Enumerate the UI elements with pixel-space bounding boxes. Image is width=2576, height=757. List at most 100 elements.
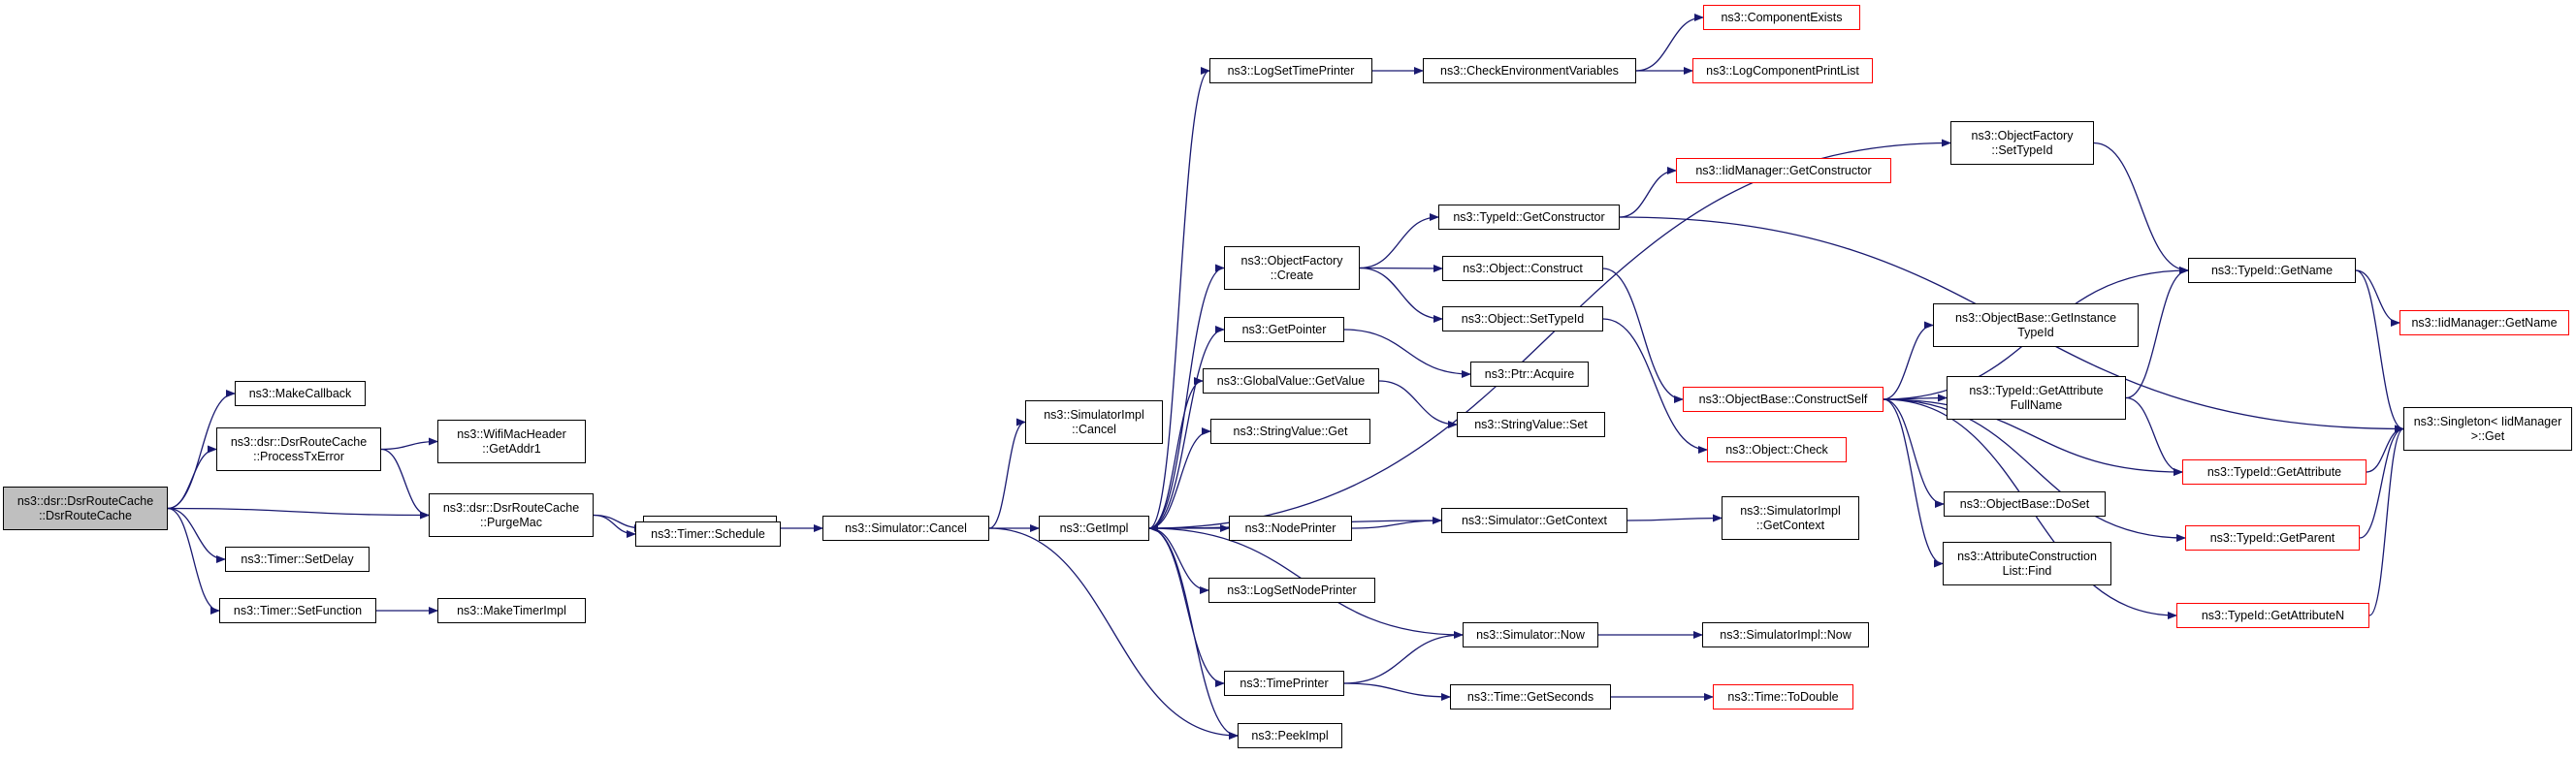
edge-process_tx_error-to-purge_mac xyxy=(380,448,430,520)
node-object-base-construct-self[interactable]: ns3::ObjectBase::ConstructSelf xyxy=(1683,387,1884,412)
node-label-line: ns3::Simulator::Cancel xyxy=(845,520,967,535)
node-global-value-get-value[interactable]: ns3::GlobalValue::GetValue xyxy=(1203,368,1379,394)
node-make-timer-impl[interactable]: ns3::MakeTimerImpl xyxy=(437,598,586,623)
node-label-line: ns3::IidManager::GetConstructor xyxy=(1695,163,1872,177)
edge-root-to-process_tx_error xyxy=(167,445,217,510)
node-time-to-double[interactable]: ns3::Time::ToDouble xyxy=(1713,684,1853,710)
edge-object_base_construct_self-to-attr_construction_list_find xyxy=(1883,398,1944,568)
edge-purge_mac-to-timer_schedule xyxy=(593,514,636,538)
node-log-component-print-list[interactable]: ns3::LogComponentPrintList xyxy=(1692,58,1873,83)
node-simimpl-cancel[interactable]: ns3::SimulatorImpl::Cancel xyxy=(1025,400,1163,444)
node-label-line: ns3::SimulatorImpl::Now xyxy=(1720,627,1852,642)
node-object-check[interactable]: ns3::Object::Check xyxy=(1707,437,1847,462)
node-label-line: ::SetTypeId xyxy=(1991,142,2053,157)
edge-root-to-timer_set_delay xyxy=(167,507,226,563)
edge-typeid_get_name-to-singleton_get xyxy=(2355,269,2404,433)
node-label-line: ns3::dsr::DsrRouteCache xyxy=(230,434,368,449)
node-string-value-set[interactable]: ns3::StringValue::Set xyxy=(1457,412,1605,437)
node-label-line: >::Get xyxy=(2470,428,2505,443)
node-get-impl[interactable]: ns3::GetImpl xyxy=(1039,516,1149,541)
node-typeid-get-parent[interactable]: ns3::TypeId::GetParent xyxy=(2185,525,2360,551)
node-object-factory-create[interactable]: ns3::ObjectFactory::Create xyxy=(1224,246,1360,290)
node-wifi-get-addr1[interactable]: ns3::WifiMacHeader::GetAddr1 xyxy=(437,420,586,463)
edge-time_printer-to-time_get_seconds xyxy=(1343,682,1451,701)
node-label-line: ns3::StringValue::Set xyxy=(1474,417,1588,431)
node-label-line: ns3::PeekImpl xyxy=(1251,728,1329,742)
node-check-env-vars[interactable]: ns3::CheckEnvironmentVariables xyxy=(1423,58,1636,83)
node-timer-set-function[interactable]: ns3::Timer::SetFunction xyxy=(219,598,376,623)
edge-typeid_get_constructor-to-iid_get_constructor xyxy=(1619,167,1677,218)
node-iid-get-constructor[interactable]: ns3::IidManager::GetConstructor xyxy=(1676,158,1891,183)
node-node-printer[interactable]: ns3::NodePrinter xyxy=(1229,516,1352,541)
node-iid-get-name[interactable]: ns3::IidManager::GetName xyxy=(2399,310,2569,335)
node-typeid-get-constructor[interactable]: ns3::TypeId::GetConstructor xyxy=(1438,205,1620,230)
node-label-line: ns3::TypeId::GetAttribute xyxy=(1969,383,2104,397)
node-label-line: FullName xyxy=(2010,397,2063,412)
node-simimpl-now[interactable]: ns3::SimulatorImpl::Now xyxy=(1702,622,1869,647)
node-label-line: ns3::TimePrinter xyxy=(1240,676,1329,690)
node-label-line: ns3::ObjectBase::ConstructSelf xyxy=(1698,392,1868,406)
node-peek-impl[interactable]: ns3::PeekImpl xyxy=(1238,723,1342,748)
edge-object_base_construct_self-to-typeid_get_parent xyxy=(1883,398,2186,542)
node-typeid-get-attribute[interactable]: ns3::TypeId::GetAttribute xyxy=(2182,459,2367,485)
edge-get_impl-to-object_factory_create xyxy=(1148,264,1225,529)
edge-typeid_get_attribute_n-to-singleton_get xyxy=(2368,425,2404,616)
node-typeid-get-name[interactable]: ns3::TypeId::GetName xyxy=(2188,258,2356,283)
node-get-pointer[interactable]: ns3::GetPointer xyxy=(1224,317,1344,342)
node-simimpl-get-context[interactable]: ns3::SimulatorImpl::GetContext xyxy=(1722,496,1859,540)
node-make-callback[interactable]: ns3::MakeCallback xyxy=(235,381,366,406)
edge-object_set_typeid-to-object_check xyxy=(1602,318,1708,454)
node-label-line: ::GetAddr1 xyxy=(482,441,541,456)
edge-get_impl-to-get_pointer xyxy=(1148,326,1225,529)
node-simulator-get-context[interactable]: ns3::Simulator::GetContext xyxy=(1441,508,1627,533)
node-label-line: ns3::ObjectBase::GetInstance xyxy=(1954,310,2117,325)
node-process-tx-error[interactable]: ns3::dsr::DsrRouteCache::ProcessTxError xyxy=(216,427,381,471)
node-log-set-node-printer[interactable]: ns3::LogSetNodePrinter xyxy=(1208,578,1375,603)
node-label-line: ns3::Simulator::Now xyxy=(1476,627,1585,642)
node-label-line: ns3::Timer::SetFunction xyxy=(233,603,363,617)
node-label-line: ns3::IidManager::GetName xyxy=(2411,315,2558,330)
node-timer-set-delay[interactable]: ns3::Timer::SetDelay xyxy=(225,547,370,572)
node-label-line: ns3::LogSetTimePrinter xyxy=(1227,63,1355,78)
edge-get_impl-to-string_value_get xyxy=(1148,427,1211,529)
edge-root-to-purge_mac xyxy=(167,507,430,520)
node-object-construct[interactable]: ns3::Object::Construct xyxy=(1442,256,1603,281)
edge-typeid_get_parent-to-singleton_get xyxy=(2359,425,2404,539)
node-label-line: ns3::ObjectBase::DoSet xyxy=(1959,496,2090,511)
node-label-line: ns3::GlobalValue::GetValue xyxy=(1216,373,1366,388)
node-timer-schedule[interactable]: ns3::Timer::Schedule xyxy=(635,521,781,547)
node-label-line: ::DsrRouteCache xyxy=(39,508,132,522)
edge-object_construct-to-object_base_construct_self xyxy=(1602,268,1684,403)
node-log-set-time-printer[interactable]: ns3::LogSetTimePrinter xyxy=(1209,58,1372,83)
node-object-factory-set-typeid[interactable]: ns3::ObjectFactory::SetTypeId xyxy=(1950,121,2094,165)
node-singleton-get[interactable]: ns3::Singleton< IidManager>::Get xyxy=(2403,407,2572,451)
node-simulator-now[interactable]: ns3::Simulator::Now xyxy=(1463,622,1598,647)
node-root: ns3::dsr::DsrRouteCache::DsrRouteCache xyxy=(3,487,168,530)
edge-global_value_get_value-to-string_value_set xyxy=(1378,380,1458,428)
edge-check_env_vars-to-component_exists xyxy=(1635,14,1704,72)
node-time-get-seconds[interactable]: ns3::Time::GetSeconds xyxy=(1450,684,1611,710)
node-label-line: ::PurgeMac xyxy=(480,515,542,529)
node-label-line: ns3::MakeCallback xyxy=(248,386,352,400)
node-object-base-do-set[interactable]: ns3::ObjectBase::DoSet xyxy=(1944,491,2106,517)
edge-object_base_construct_self-to-typeid_get_attribute xyxy=(1883,398,2183,476)
node-time-printer[interactable]: ns3::TimePrinter xyxy=(1224,671,1344,696)
node-label-line: ns3::WifiMacHeader xyxy=(457,426,566,441)
edge-get_impl-to-log_set_time_printer xyxy=(1148,67,1210,529)
node-purge-mac[interactable]: ns3::dsr::DsrRouteCache::PurgeMac xyxy=(429,493,594,537)
node-label-line: ns3::StringValue::Get xyxy=(1233,424,1348,438)
node-object-set-typeid[interactable]: ns3::Object::SetTypeId xyxy=(1442,306,1603,331)
node-label-line: ns3::dsr::DsrRouteCache xyxy=(442,500,580,515)
node-component-exists[interactable]: ns3::ComponentExists xyxy=(1703,5,1860,30)
node-typeid-get-attribute-n[interactable]: ns3::TypeId::GetAttributeN xyxy=(2176,603,2369,628)
edge-typeid_get_name-to-iid_get_name xyxy=(2355,269,2400,327)
node-label-line: ::GetContext xyxy=(1755,518,1825,532)
edge-object_factory_create-to-object_construct xyxy=(1359,264,1443,272)
node-label-line: ns3::Object::Check xyxy=(1725,442,1828,457)
node-string-value-get[interactable]: ns3::StringValue::Get xyxy=(1210,419,1370,444)
node-simulator-cancel[interactable]: ns3::Simulator::Cancel xyxy=(822,516,989,541)
node-ptr-acquire[interactable]: ns3::Ptr::Acquire xyxy=(1470,362,1589,387)
